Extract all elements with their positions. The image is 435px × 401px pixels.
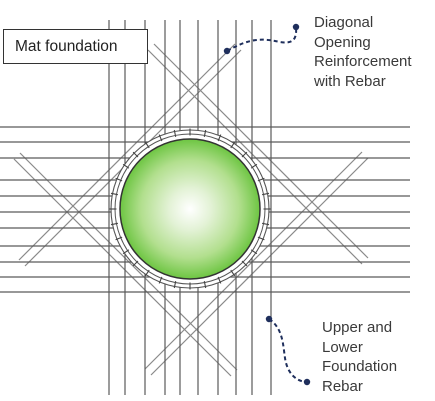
leader-diagonal xyxy=(223,23,300,55)
ring-tie xyxy=(257,236,265,241)
ring-tie xyxy=(144,269,150,277)
ring-tie xyxy=(132,151,139,158)
ring-tie xyxy=(144,141,150,149)
ring-tie xyxy=(250,163,258,169)
diagonal-bar xyxy=(18,43,236,261)
circular-opening xyxy=(109,128,271,290)
ring-tie xyxy=(217,134,222,142)
ring-ties xyxy=(109,128,271,290)
ring-tie xyxy=(122,249,130,255)
ring-tie xyxy=(241,260,248,267)
leader-dot xyxy=(223,47,231,55)
ring-tie xyxy=(257,177,265,182)
diagonal-bar xyxy=(13,158,232,377)
ring-tie xyxy=(115,177,123,182)
ring-tie xyxy=(261,192,270,196)
ring-tie xyxy=(217,276,222,284)
diagram-title: Mat foundation xyxy=(15,37,118,55)
ring-tie xyxy=(250,249,258,255)
leader-foundation xyxy=(265,315,311,386)
diagonal-bar xyxy=(150,157,369,376)
diagonal-bar xyxy=(153,43,369,259)
ring-tie xyxy=(110,192,119,196)
ring-tie xyxy=(115,236,123,241)
ring-tie xyxy=(241,151,248,158)
callout-diagonal-reinforcement: Diagonal Opening Reinforcement with Reba… xyxy=(314,14,412,90)
ring-tie xyxy=(261,222,270,226)
title-box: Mat foundation xyxy=(3,29,148,64)
callout-foundation-rebar: Upper and Lower Foundation Rebar xyxy=(322,319,398,395)
diagonal-opening-reinforcement xyxy=(13,43,369,377)
ring-tie xyxy=(203,129,207,138)
leader-dot xyxy=(292,23,300,31)
ring-tie xyxy=(173,280,177,289)
ring-tie xyxy=(203,280,207,289)
leader-dot xyxy=(265,315,273,323)
ring-tie xyxy=(230,269,236,277)
ring-tie xyxy=(230,141,236,149)
opening-fill xyxy=(119,138,261,280)
ring-tie xyxy=(110,222,119,226)
ring-tie xyxy=(122,163,130,169)
diagonal-bar xyxy=(144,151,363,370)
leader-dot xyxy=(303,378,311,386)
ring-tie xyxy=(158,134,163,142)
ring-tie xyxy=(132,260,139,267)
ring-tie xyxy=(173,129,177,138)
ring-tie xyxy=(158,276,163,284)
